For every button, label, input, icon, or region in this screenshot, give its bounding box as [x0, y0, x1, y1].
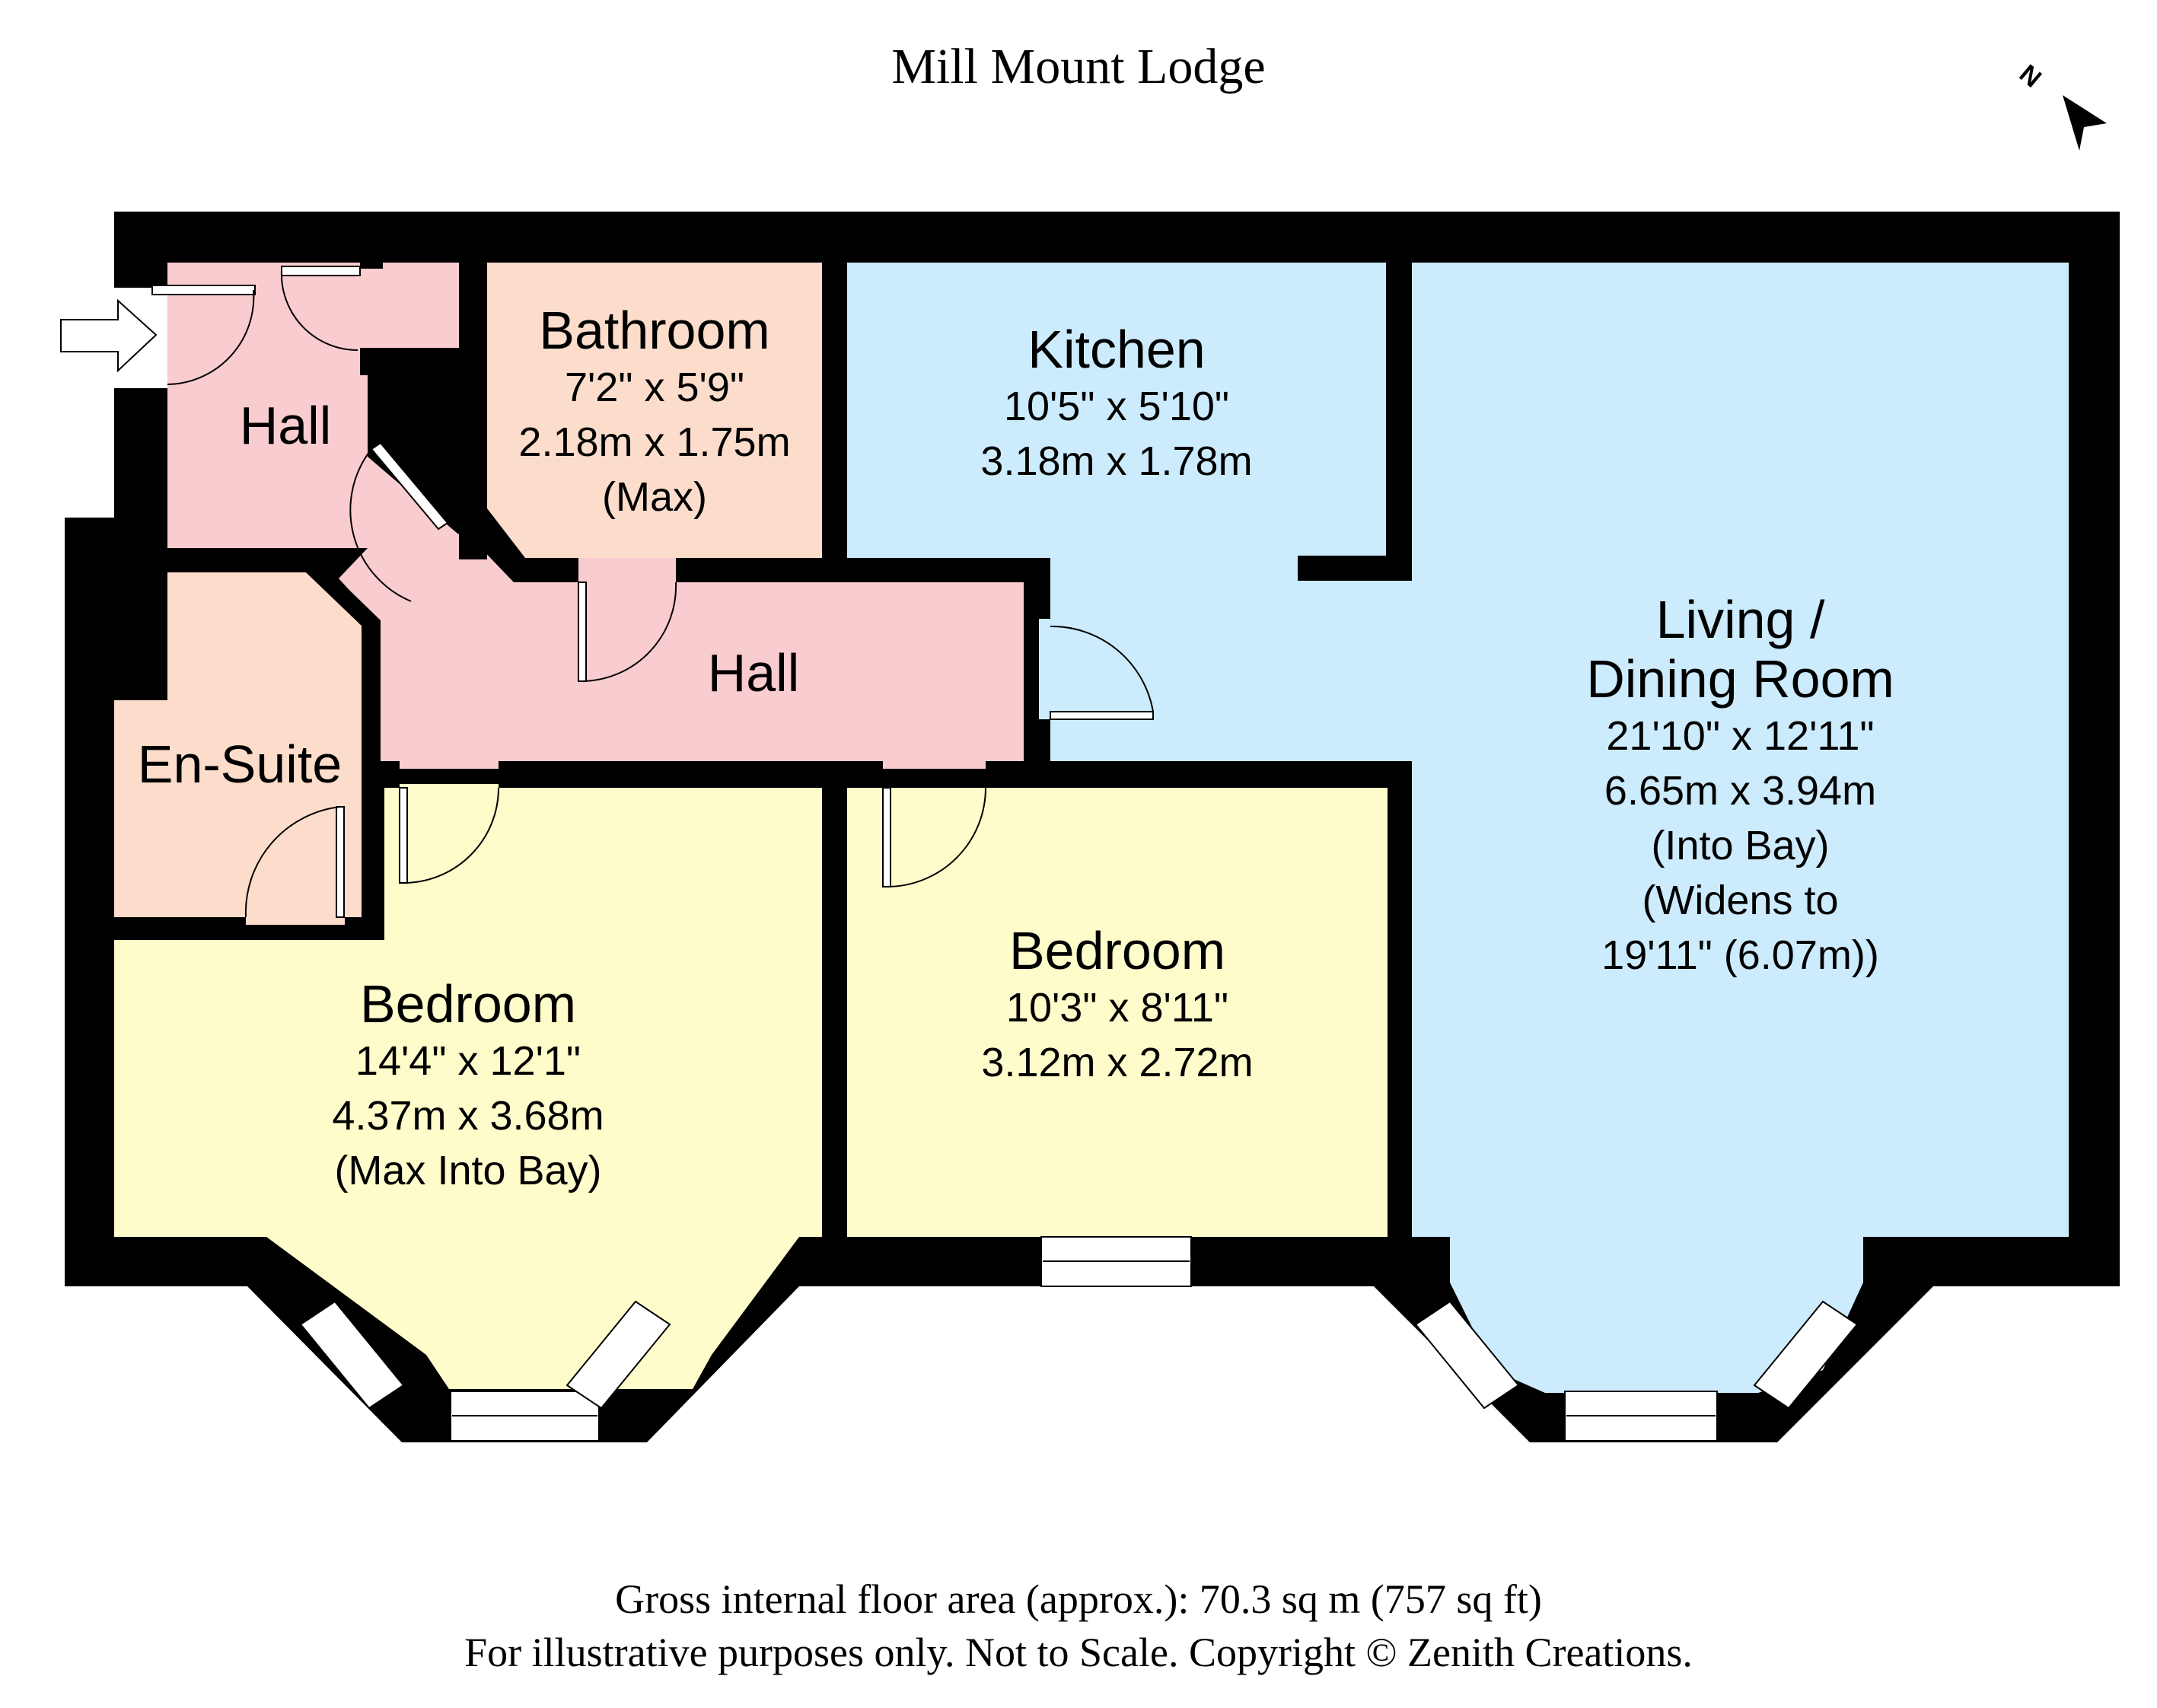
windows — [299, 1236, 1859, 1442]
floor-area-text: Gross internal floor area (approx.): 70.… — [615, 1576, 1542, 1622]
room-bedroom1: Bedroom 14'4" x 12'1" 4.37m x 3.68m (Max… — [114, 974, 822, 1198]
room-dim-imperial: 7'2" x 5'9" — [564, 365, 745, 410]
room-living-dining: Living / Dining Room 21'10" x 12'11" 6.6… — [1412, 590, 2069, 983]
window-bedroom1-left — [299, 1300, 405, 1410]
bathroom-area — [487, 263, 822, 558]
room-hall-lower: Hall — [655, 643, 852, 703]
room-note: (Into Bay) — [1651, 823, 1830, 868]
room-note: (Max Into Bay) — [334, 1148, 602, 1193]
door-ensuite — [336, 806, 345, 918]
north-arrow-icon: N — [2014, 59, 2107, 151]
room-name: Hall — [239, 396, 332, 455]
doors — [151, 266, 1154, 918]
room-bathroom: Bathroom 7'2" x 5'9" 2.18m x 1.75m (Max) — [487, 301, 822, 524]
page-title: Mill Mount Lodge — [891, 39, 1266, 94]
room-fills — [114, 263, 2069, 1393]
kitchen-area — [847, 263, 1386, 578]
door-bedroom1 — [399, 787, 408, 884]
disclaimer-text: For illustrative purposes only. Not to S… — [464, 1630, 1693, 1675]
room-dim-imperial: 10'3" x 8'11" — [1005, 985, 1229, 1031]
living-area — [1412, 263, 2069, 1237]
room-ensuite: En-Suite — [114, 735, 365, 794]
room-name-line1: Living / — [1655, 590, 1825, 649]
window-bedroom1-right — [566, 1300, 671, 1410]
room-dim-metric: 2.18m x 1.75m — [518, 419, 791, 465]
room-dim-imperial: 10'5" x 5'10" — [1003, 384, 1230, 429]
interior-walls — [114, 263, 1412, 1237]
room-dim-metric: 4.37m x 3.68m — [332, 1093, 604, 1139]
room-name-line2: Dining Room — [1586, 649, 1894, 709]
room-name: Hall — [707, 643, 800, 703]
room-name: Bedroom — [359, 974, 577, 1034]
window-living-left — [1414, 1300, 1520, 1410]
entrance-arrow-icon — [60, 298, 158, 373]
room-note: (Widens to — [1642, 878, 1839, 923]
room-dim-metric: 3.12m x 2.72m — [981, 1040, 1254, 1085]
room-dim-imperial: 14'4" x 12'1" — [355, 1038, 581, 1084]
room-dim-imperial: 21'10" x 12'11" — [1606, 713, 1875, 759]
room-note: 19'11" (6.07m)) — [1601, 932, 1879, 978]
room-bedroom2: Bedroom 10'3" x 8'11" 3.12m x 2.72m — [847, 921, 1388, 1090]
room-dim-metric: 6.65m x 3.94m — [1604, 768, 1877, 814]
room-name: Bathroom — [539, 301, 770, 360]
door-kitchen — [1050, 711, 1154, 720]
room-name: Bedroom — [1008, 921, 1226, 980]
bedroom1-area — [114, 940, 822, 1237]
room-note: (Max) — [602, 474, 707, 520]
room-dim-metric: 3.18m x 1.78m — [980, 438, 1253, 484]
room-name: Kitchen — [1028, 320, 1206, 379]
door-bathroom — [578, 582, 587, 682]
bedroom2-area — [847, 788, 1388, 1237]
door-bedroom2 — [882, 787, 891, 887]
room-name: En-Suite — [137, 735, 343, 794]
room-hall-upper: Hall — [198, 396, 373, 455]
door-hall-diagonal — [370, 441, 449, 531]
window-living-right — [1753, 1300, 1859, 1410]
door-front — [151, 285, 256, 295]
door-closet — [281, 266, 361, 276]
room-kitchen: Kitchen 10'5" x 5'10" 3.18m x 1.78m — [847, 320, 1386, 489]
